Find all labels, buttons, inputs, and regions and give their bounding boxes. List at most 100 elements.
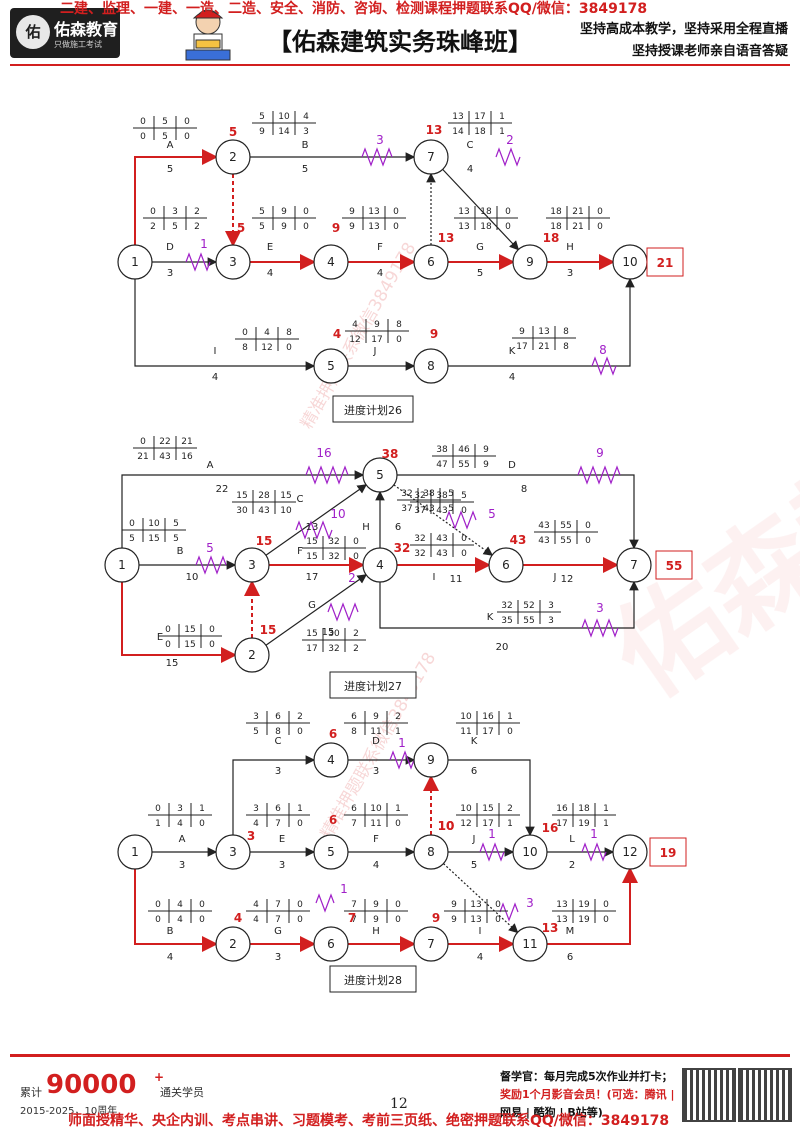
time-param: 3 (548, 616, 554, 626)
time-param: 13 (368, 222, 379, 232)
activity-name: C (275, 736, 282, 747)
time-param: 17 (482, 727, 493, 737)
event-node-label: 4 (327, 753, 335, 767)
free-float-label: 3 (596, 601, 604, 615)
activity-duration: 4 (373, 860, 379, 871)
time-param: 9 (374, 320, 380, 330)
event-node-label: 4 (327, 255, 335, 269)
time-param: 0 (297, 727, 303, 737)
node-time-label: 18 (543, 231, 560, 245)
time-param: 11 (370, 819, 381, 829)
time-param: 5 (259, 207, 265, 217)
time-param: 0 (184, 117, 190, 127)
node-time-label: 38 (382, 447, 399, 461)
time-param: 0 (507, 727, 513, 737)
time-param: 47 (436, 460, 447, 470)
time-param: 38 (436, 445, 448, 455)
time-param: 1 (603, 819, 609, 829)
time-param: 21 (572, 207, 583, 217)
time-param: 32 (328, 552, 339, 562)
time-param: 17 (306, 644, 317, 654)
time-param: 43 (538, 536, 549, 546)
activity-duration: 5 (471, 860, 477, 871)
time-param: 52 (523, 601, 534, 611)
time-param: 6 (275, 804, 281, 814)
activity-duration: 4 (467, 164, 473, 175)
time-param: 10 (278, 112, 290, 122)
time-param: 3 (548, 601, 554, 611)
free-float-label: 1 (488, 827, 496, 841)
time-param: 43 (258, 506, 269, 516)
time-param: 19 (578, 819, 590, 829)
time-param: 55 (458, 460, 469, 470)
time-param: 43 (538, 521, 549, 531)
page-footer: 累计 90000 + 通关学员 2015-2025，10周年 12 督学官：每月… (0, 1050, 800, 1132)
free-float-wave (328, 604, 358, 620)
event-node-label: 3 (248, 558, 256, 572)
time-param: 9 (349, 222, 355, 232)
free-float-label: 9 (596, 446, 604, 460)
time-param: 15 (236, 491, 247, 501)
time-param: 2 (150, 222, 156, 232)
time-param: 0 (297, 819, 303, 829)
time-param: 13 (470, 915, 481, 925)
event-node-label: 5 (327, 845, 335, 859)
time-param: 32 (414, 534, 425, 544)
time-param: 17 (371, 335, 382, 345)
free-float-label: 1 (340, 882, 348, 896)
time-param: 0 (597, 222, 603, 232)
time-param: 13 (458, 207, 469, 217)
time-param: 35 (501, 616, 512, 626)
time-param: 0 (396, 335, 402, 345)
time-param: 3 (172, 207, 178, 217)
time-param: 0 (297, 915, 303, 925)
event-node-label: 1 (131, 255, 139, 269)
free-float-label: 3 (526, 896, 534, 910)
activity-name: D (372, 736, 380, 747)
activity-name: G (274, 926, 282, 937)
activity-name: C (297, 494, 304, 505)
time-param: 38 (423, 489, 435, 499)
time-param: 18 (550, 207, 562, 217)
event-node-label: 7 (427, 937, 435, 951)
time-param: 5 (461, 491, 467, 501)
activity-name: A (207, 460, 214, 471)
free-float-label: 2 (348, 571, 356, 585)
time-param: 8 (563, 342, 569, 352)
activity-duration: 11 (450, 574, 463, 585)
activity-name: I (433, 572, 436, 583)
time-param: 0 (199, 819, 205, 829)
time-param: 32 (328, 537, 339, 547)
node-time-label: 13 (542, 921, 559, 935)
time-param: 0 (303, 207, 309, 217)
activity-name: D (166, 242, 174, 253)
time-param: 2 (194, 207, 200, 217)
time-param: 32 (414, 549, 425, 559)
time-param: 43 (436, 534, 447, 544)
activity-name: K (487, 612, 494, 623)
time-param: 0 (199, 915, 205, 925)
time-param: 0 (297, 900, 303, 910)
activity-duration: 3 (275, 952, 281, 963)
activity-duration: 6 (567, 952, 573, 963)
time-param: 1 (507, 819, 513, 829)
time-param: 1 (155, 819, 161, 829)
time-param: 5 (162, 117, 168, 127)
time-param: 0 (199, 900, 205, 910)
time-param: 9 (259, 127, 265, 137)
footer-note-line1: 督学官：每月完成5次作业并打卡； (500, 1068, 673, 1084)
event-node-label: 6 (327, 937, 335, 951)
time-param: 1 (603, 804, 609, 814)
time-param: 10 (370, 804, 382, 814)
time-param: 21 (181, 437, 192, 447)
time-param: 0 (155, 915, 161, 925)
activity-name: A (179, 834, 186, 845)
activity-name: E (279, 834, 285, 845)
event-node-label: 7 (427, 150, 435, 164)
time-param: 7 (351, 819, 357, 829)
time-param: 8 (242, 343, 248, 353)
diagram-caption: 进度计划28 (344, 973, 402, 987)
time-param: 32 (501, 601, 512, 611)
time-param: 9 (281, 207, 287, 217)
time-param: 15 (280, 491, 291, 501)
